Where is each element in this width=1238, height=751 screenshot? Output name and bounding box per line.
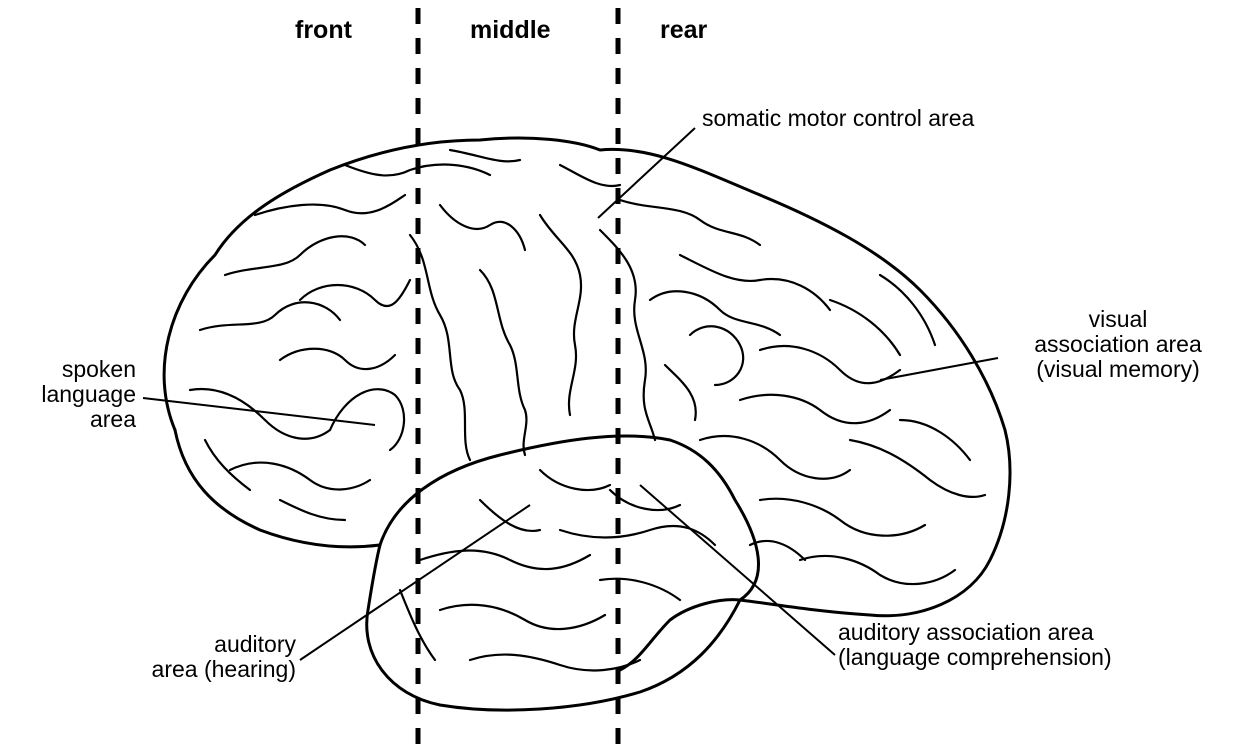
visual-association-line-3: (visual memory) <box>1002 357 1234 382</box>
spoken-language-label: spoken language area <box>0 357 136 432</box>
auditory-association-line-2: (language comprehension) <box>838 645 1112 670</box>
spoken-language-line-3: area <box>0 407 136 432</box>
visual-association-line-2: association area <box>1002 332 1234 357</box>
auditory-area-line-1: auditory <box>100 632 296 657</box>
cerebrum-outline <box>164 138 1010 670</box>
visual-association-label: visual association area (visual memory) <box>1002 307 1234 382</box>
leader-auditory-area <box>300 505 530 660</box>
leader-somatic-motor <box>598 128 695 218</box>
visual-association-line-1: visual <box>1002 307 1234 332</box>
auditory-association-label: auditory association area (language comp… <box>838 620 1112 670</box>
leader-auditory-association <box>640 485 835 655</box>
section-rear-label: rear <box>660 18 707 43</box>
spoken-language-line-1: spoken <box>0 357 136 382</box>
spoken-language-line-2: language <box>0 382 136 407</box>
somatic-motor-label: somatic motor control area <box>702 106 974 131</box>
auditory-area-label: auditory area (hearing) <box>100 632 296 682</box>
section-middle-label: middle <box>470 18 551 43</box>
auditory-area-line-2: area (hearing) <box>100 657 296 682</box>
temporal-lobe-outline <box>367 436 759 710</box>
section-front-label: front <box>295 18 352 43</box>
auditory-association-line-1: auditory association area <box>838 620 1112 645</box>
brain-folds <box>190 150 985 670</box>
